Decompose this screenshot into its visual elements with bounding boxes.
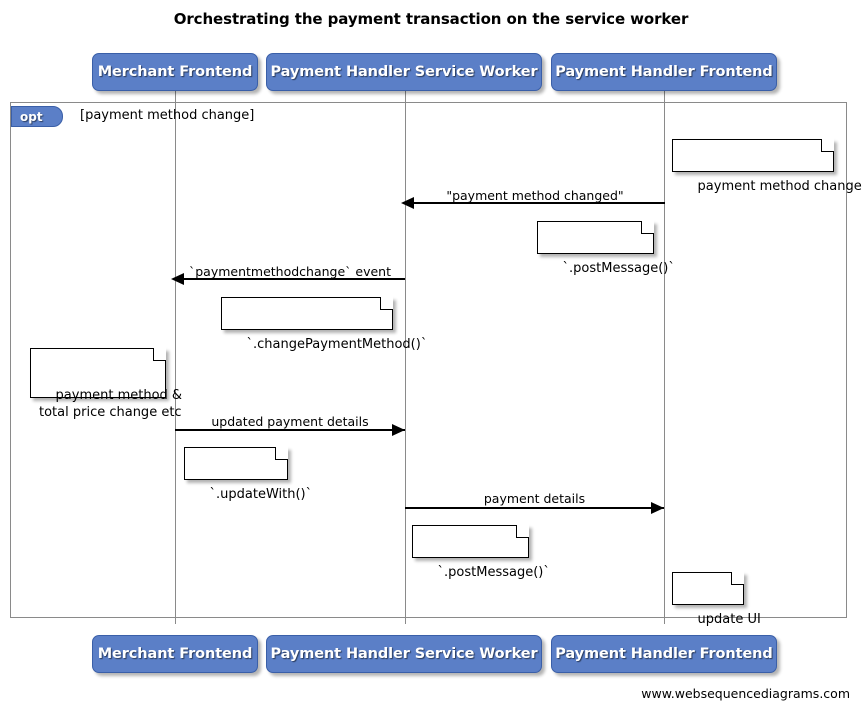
note-text: `.postMessage()` <box>437 565 550 580</box>
message-line-paymentmethodchange-event <box>175 278 405 280</box>
note-text: payment method & total price change etc <box>39 388 183 420</box>
note-text: `.updateWith()` <box>209 487 313 502</box>
note-payment-method-changed: payment method changed <box>672 138 862 194</box>
lifeline-payment-handler-frontend <box>664 90 665 624</box>
note-fold-icon <box>821 138 834 152</box>
note-fold-icon <box>380 296 393 310</box>
actor-payment-handler-service-worker-bottom[interactable]: Payment Handler Service Worker <box>266 635 542 673</box>
note-fold-icon <box>731 571 744 585</box>
message-label-updated-payment-details: updated payment details <box>211 414 369 429</box>
actor-label: Payment Handler Service Worker <box>270 646 538 662</box>
note-post-message-1: `.postMessage()` <box>537 220 675 276</box>
message-label-payment-details: payment details <box>483 491 586 506</box>
arrow-head-payment-details <box>651 502 664 514</box>
note-fold-icon <box>516 524 529 538</box>
note-text: `.changePaymentMethod()` <box>246 337 428 352</box>
actor-payment-handler-service-worker-top[interactable]: Payment Handler Service Worker <box>266 53 542 91</box>
message-line-payment-method-changed <box>405 202 665 204</box>
actor-payment-handler-frontend-bottom[interactable]: Payment Handler Frontend <box>551 635 777 673</box>
note-fold-icon <box>153 347 166 361</box>
actor-label: Payment Handler Frontend <box>555 64 773 80</box>
note-update-ui: update UI <box>672 571 761 627</box>
actor-label: Merchant Frontend <box>97 646 253 662</box>
opt-fragment-guard: [payment method change] <box>80 108 255 123</box>
message-label-paymentmethodchange-event: `paymentmethodchange` event <box>188 264 392 279</box>
arrow-head-updated-payment-details <box>392 424 405 436</box>
actor-payment-handler-frontend-top[interactable]: Payment Handler Frontend <box>551 53 777 91</box>
message-label-payment-method-changed: "payment method changed" <box>446 188 624 203</box>
footer-url: www.websequencediagrams.com <box>641 686 850 701</box>
note-text: `.postMessage()` <box>562 261 675 276</box>
note-change-payment-method: `.changePaymentMethod()` <box>221 296 427 352</box>
actor-merchant-frontend-top[interactable]: Merchant Frontend <box>92 53 258 91</box>
arrow-head-payment-method-changed <box>401 197 414 209</box>
actor-label: Merchant Frontend <box>97 64 253 80</box>
message-line-payment-details <box>405 507 664 509</box>
actor-label: Payment Handler Frontend <box>555 646 773 662</box>
note-text: update UI <box>697 612 761 627</box>
message-line-updated-payment-details <box>175 429 405 431</box>
opt-fragment-frame <box>10 102 847 618</box>
note-text: payment method changed <box>697 179 862 194</box>
note-update-with: `.updateWith()` <box>184 446 312 502</box>
lifeline-payment-handler-service-worker <box>405 90 406 624</box>
actor-merchant-frontend-bottom[interactable]: Merchant Frontend <box>92 635 258 673</box>
page-title: Orchestrating the payment transaction on… <box>173 10 689 28</box>
opt-tag-label: opt <box>20 109 43 124</box>
opt-fragment-tag: opt <box>11 106 63 127</box>
note-payment-method-total-price: payment method & total price change etc <box>30 347 182 420</box>
note-post-message-2: `.postMessage()` <box>412 524 550 580</box>
actor-label: Payment Handler Service Worker <box>270 64 538 80</box>
note-fold-icon <box>641 220 654 234</box>
note-fold-icon <box>275 446 288 460</box>
arrow-head-paymentmethodchange-event <box>171 273 184 285</box>
lifeline-merchant-frontend <box>175 90 176 624</box>
